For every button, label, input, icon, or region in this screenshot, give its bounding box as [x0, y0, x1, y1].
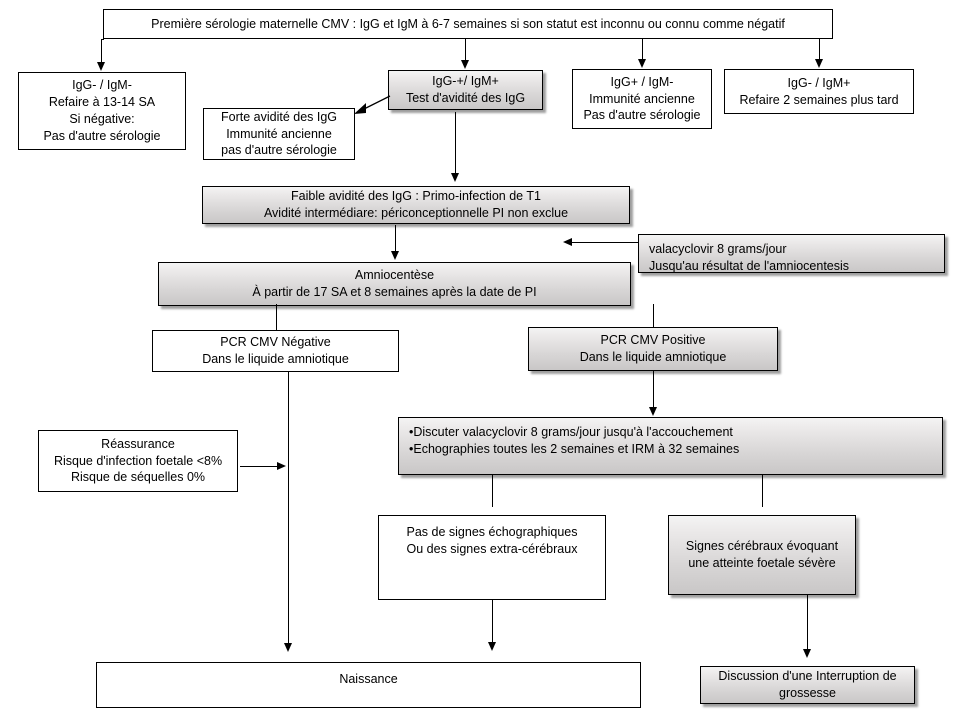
connector-valacyclovir-left	[572, 242, 638, 243]
arrowhead-pcr-negative-to-naissance	[283, 643, 292, 652]
node-interruption-grossesse[interactable]: Discussion d'une Interruption de grosses…	[700, 666, 915, 704]
node-pas-de-signes[interactable]: Pas de signes échographiques Ou des sign…	[378, 515, 606, 600]
connector-pcr-positive-to-discuter	[653, 371, 654, 408]
node-naissance[interactable]: Naissance	[96, 662, 641, 708]
node-igg-pos-igm-pos-avidity[interactable]: IgG-+/ IgM+ Test d'avidité des IgG	[388, 70, 543, 110]
node-reassurance[interactable]: Réassurance Risque d'infection foetale <…	[38, 430, 238, 492]
connector-faible-to-amniocentese	[395, 225, 396, 252]
node-valacyclovir[interactable]: valacyclovir 8 grams/jour Jusqu'au résul…	[638, 234, 945, 273]
node-faible-avidite[interactable]: Faible avidité des IgG : Primo-infection…	[202, 186, 630, 224]
connector-amniocentese-to-pcr-negative	[276, 304, 277, 330]
node-igg-neg-igm-pos[interactable]: IgG- / IgM+ Refaire 2 semaines plus tard	[724, 69, 914, 114]
connector-top-to-iggneg-igmpos	[819, 39, 820, 60]
arrowhead-avidity-to-faible	[450, 173, 459, 182]
connector-top-to-iggpos-igmneg	[642, 39, 643, 60]
connector-reassurance-to-line	[240, 466, 278, 467]
arrowhead-top-to-iggpos-igmneg	[637, 59, 646, 68]
arrowhead-valacyclovir-left	[563, 237, 572, 246]
arrowhead-top-to-iggneg-igmneg	[96, 62, 105, 71]
connector-discuter-to-signes-cerebraux	[762, 475, 763, 507]
node-igg-pos-igm-neg[interactable]: IgG+ / IgM- Immunité ancienne Pas d'autr…	[572, 69, 712, 129]
arrowhead-pas-de-signes-to-naissance	[487, 642, 496, 651]
connector-avidity-to-forte-avidite	[354, 95, 391, 114]
connector-pas-de-signes-to-naissance	[492, 600, 493, 643]
node-amniocentese[interactable]: Amniocentèse À partir de 17 SA et 8 sema…	[158, 262, 631, 306]
arrowhead-top-to-iggneg-igmpos	[814, 59, 823, 68]
node-forte-avidite[interactable]: Forte avidité des IgG Immunité ancienne …	[203, 108, 355, 160]
connector-top-bar-left	[101, 39, 104, 40]
connector-discuter-to-pas-de-signes	[492, 475, 493, 507]
arrowhead-top-to-avidity	[460, 60, 469, 69]
connector-amniocentese-to-pcr-positive	[653, 304, 654, 327]
connector-top-to-avidity	[465, 39, 466, 61]
node-signes-cerebraux[interactable]: Signes cérébraux évoquant une atteinte f…	[668, 515, 856, 595]
node-top-serology[interactable]: Première sérologie maternelle CMV : IgG …	[103, 9, 833, 39]
connector-top-to-iggneg-igmneg	[101, 39, 102, 63]
node-pcr-negative[interactable]: PCR CMV Négative Dans le liquide amnioti…	[152, 330, 399, 372]
node-igg-neg-igm-neg[interactable]: IgG- / IgM- Refaire à 13-14 SA Si négati…	[18, 72, 186, 150]
connector-pcr-negative-to-naissance	[288, 372, 289, 644]
connector-signes-cerebraux-to-interruption	[807, 595, 808, 650]
arrowhead-signes-cerebraux-to-interruption	[802, 649, 811, 658]
node-discuter-valacyclovir[interactable]: •Discuter valacyclovir 8 grams/jour jusq…	[398, 417, 943, 475]
arrowhead-reassurance-to-line	[277, 461, 286, 470]
connector-avidity-to-faible	[455, 112, 456, 174]
arrowhead-pcr-positive-to-discuter	[648, 407, 657, 416]
node-pcr-positive[interactable]: PCR CMV Positive Dans le liquide amnioti…	[528, 327, 778, 371]
arrowhead-faible-to-amniocentese	[390, 251, 399, 260]
